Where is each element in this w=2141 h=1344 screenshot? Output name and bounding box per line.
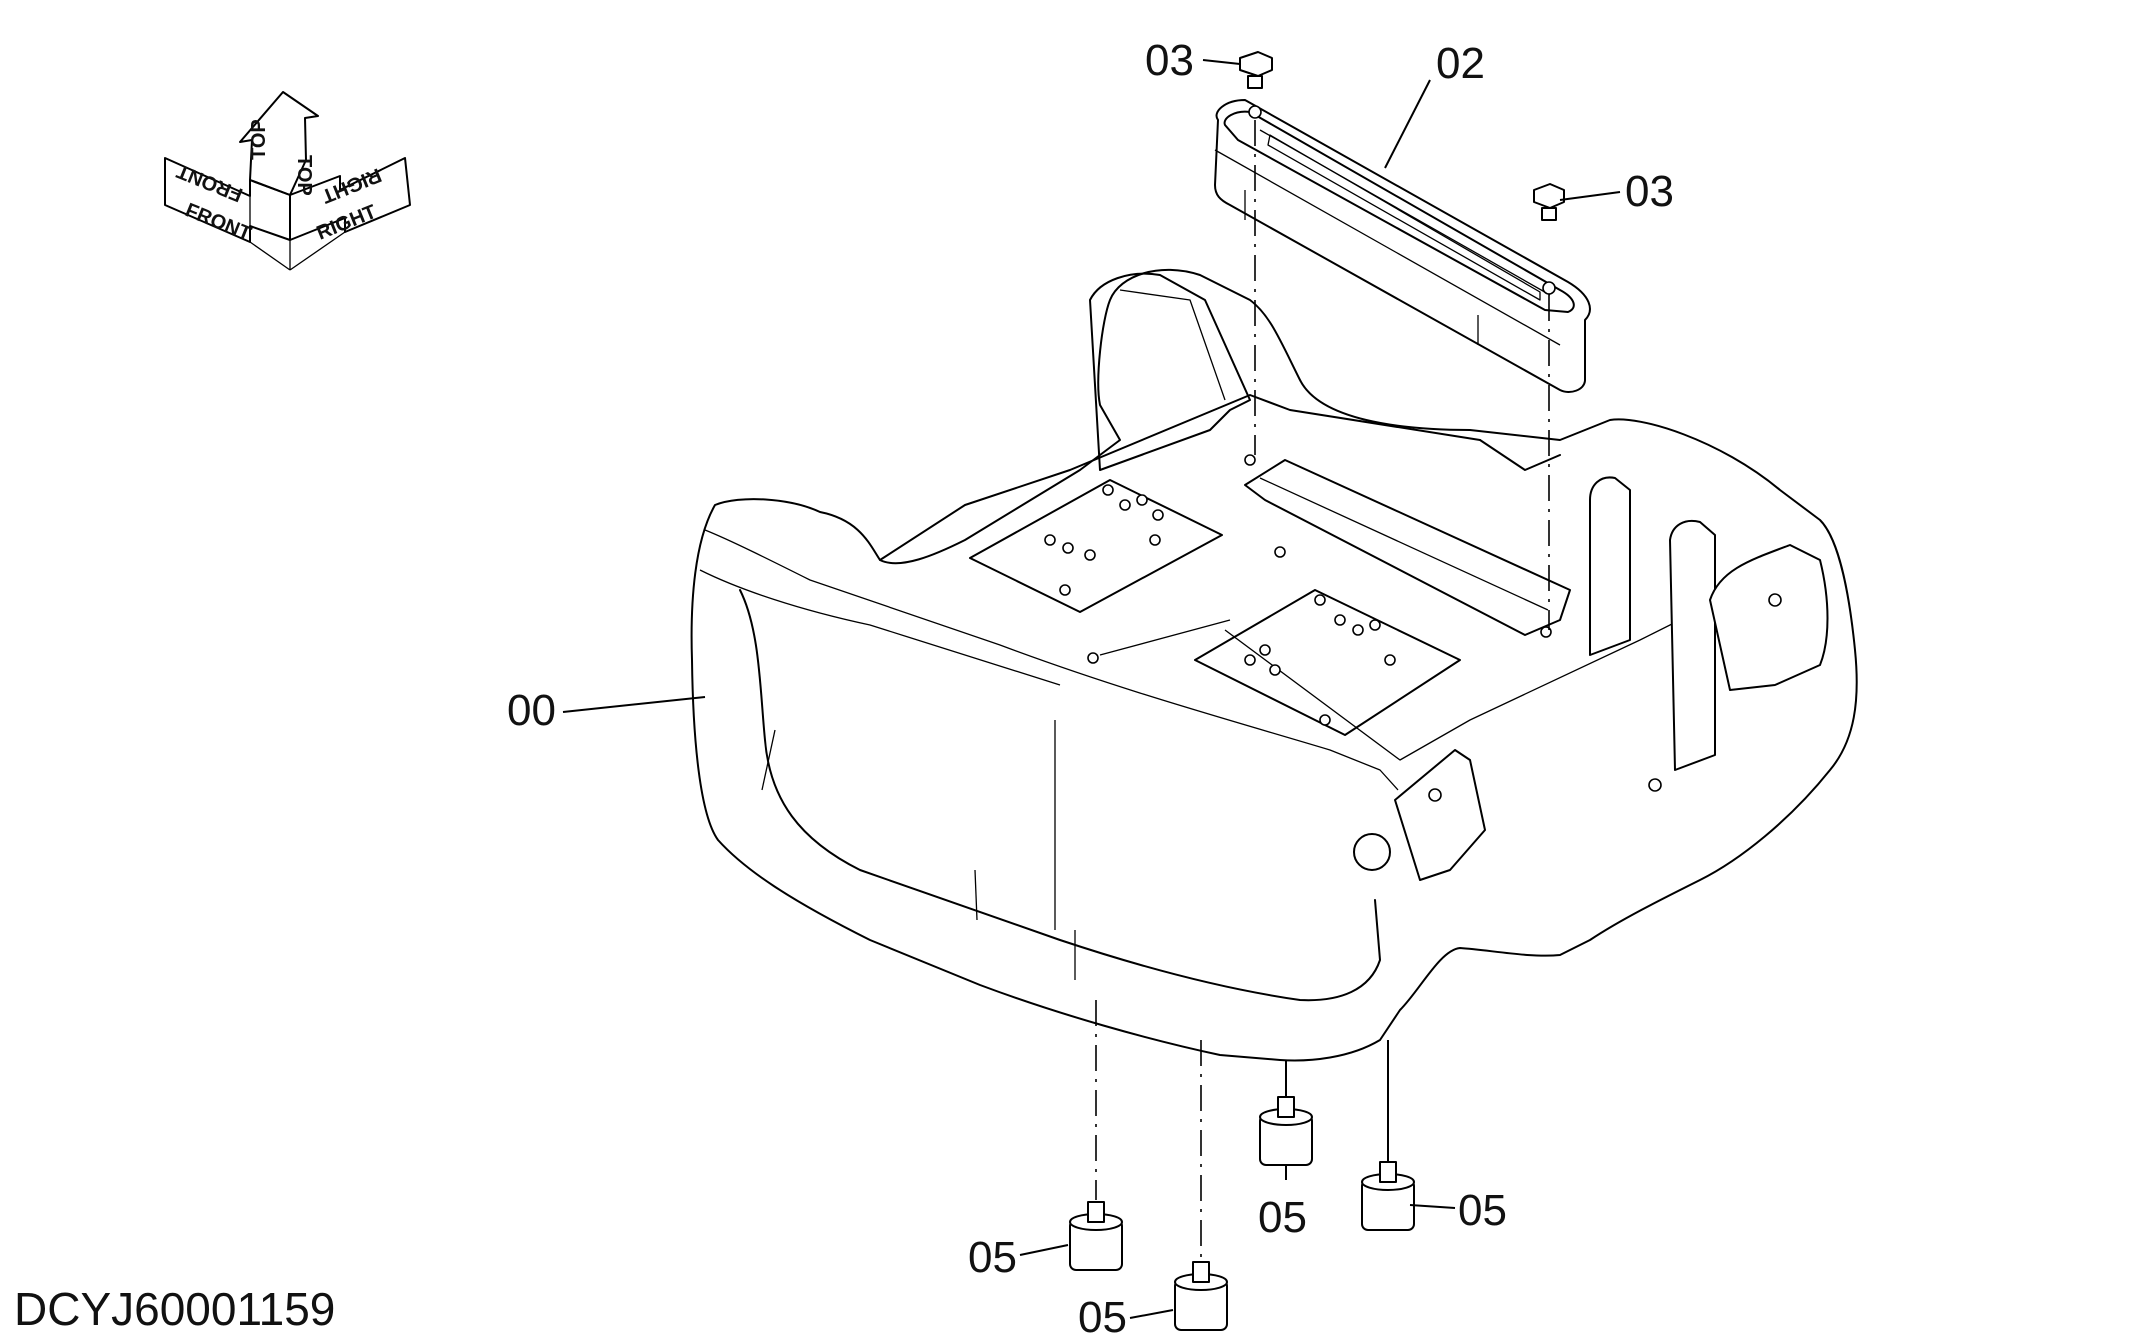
orientation-right-label: RIGHT bbox=[314, 201, 380, 245]
callout-03-right-label: 03 bbox=[1625, 167, 1674, 216]
mount-part-1 bbox=[1069, 1201, 1123, 1271]
leader-lines bbox=[562, 59, 1621, 1319]
orientation-front-mirrored-label: FRONT bbox=[174, 160, 246, 206]
mount-part-2 bbox=[1174, 1261, 1228, 1331]
drawing-code: DCYJ60001159 bbox=[14, 1283, 335, 1335]
callout-03-left-label: 03 bbox=[1145, 36, 1194, 85]
orientation-indicator: FRONT FRONT TOP TOP RIGHT RIGHT bbox=[164, 91, 411, 271]
callout-00-label: 00 bbox=[507, 686, 556, 735]
orientation-right-mirrored-label: RIGHT bbox=[318, 163, 384, 207]
bolt-left-part bbox=[1239, 51, 1273, 119]
seat-base-part bbox=[690, 268, 1858, 1062]
center-lines bbox=[1095, 120, 1550, 1260]
callout-05-label-4: 05 bbox=[1458, 1186, 1507, 1235]
orientation-top-label: TOP bbox=[248, 119, 270, 160]
mount-part-4 bbox=[1361, 1161, 1415, 1231]
cover-part bbox=[1214, 99, 1591, 393]
callout-05-label-1: 05 bbox=[968, 1233, 1017, 1282]
orientation-front-label: FRONT bbox=[182, 199, 254, 245]
orientation-top-mirrored-label: TOP bbox=[293, 155, 315, 196]
bolt-right-part bbox=[1533, 183, 1565, 295]
mount-part-3 bbox=[1259, 1096, 1313, 1166]
callout-02-label: 02 bbox=[1436, 39, 1485, 88]
callout-05-label-3: 05 bbox=[1258, 1193, 1307, 1242]
callout-05-label-2: 05 bbox=[1078, 1293, 1127, 1339]
